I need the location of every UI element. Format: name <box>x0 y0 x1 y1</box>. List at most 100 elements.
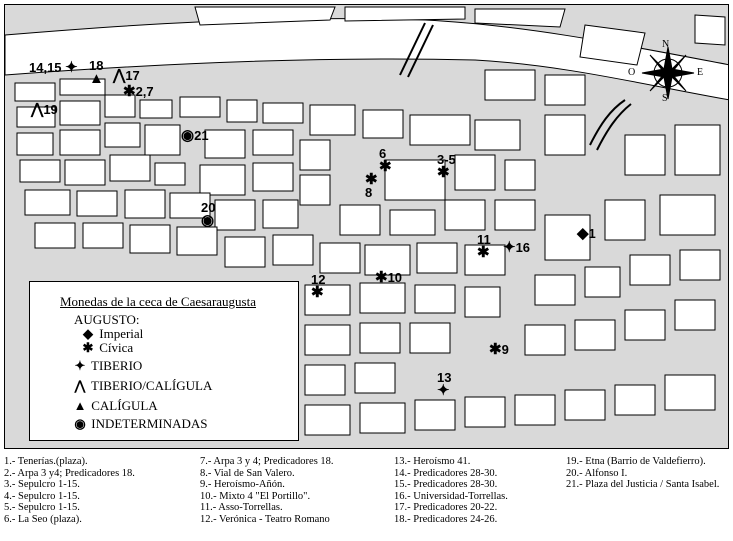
north-bank-block <box>194 6 336 26</box>
city-block <box>109 154 151 182</box>
marker-18: 18▲ <box>89 58 104 87</box>
location-key: 1.- Tenerías.(plaza). 2.- Arpa 3 y4; Pre… <box>0 456 733 541</box>
city-block <box>674 124 721 176</box>
key-item: 8.- Vial de San Valero. <box>200 467 295 479</box>
key-item: 16.- Universidad-Torrellas. <box>394 490 508 502</box>
marker-3-5: 3-5✱ <box>437 152 456 181</box>
marker-2-7: ✱2,7 <box>123 83 154 100</box>
city-block <box>252 129 294 156</box>
city-block <box>659 194 716 236</box>
city-block <box>14 82 56 102</box>
bridge <box>407 24 434 78</box>
imperial-icon: ◆ <box>83 326 93 341</box>
city-block <box>304 324 351 356</box>
key-item: 1.- Tenerías.(plaza). <box>4 456 88 467</box>
city-block <box>124 189 166 219</box>
key-item: 12.- Verónica - Teatro Romano <box>200 513 330 525</box>
caligula-icon: ▲ <box>73 398 87 413</box>
city-block <box>252 162 294 192</box>
city-block <box>584 266 621 298</box>
civica-icon: ✱ <box>365 171 378 188</box>
city-block <box>524 324 566 356</box>
tiberio-icon: ✦ <box>503 239 516 256</box>
city-block <box>359 282 406 314</box>
compass-e: E <box>697 67 704 78</box>
city-block <box>64 159 106 186</box>
city-block <box>444 199 486 231</box>
city-block <box>176 226 218 256</box>
marker-21: ◉21 <box>181 127 209 144</box>
city-block <box>299 139 331 171</box>
key-item: 3.- Sepulcro 1-15. <box>4 479 80 490</box>
marker-14-15: 14,15 ✦ <box>29 59 78 76</box>
tiberio-icon: ✦ <box>65 59 78 76</box>
city-block <box>319 242 361 274</box>
key-column-2: 7.- Arpa 3 y 4; Predicadores 18. 8.- Via… <box>200 456 334 525</box>
city-block <box>464 396 506 428</box>
north-bank-block <box>579 24 646 66</box>
city-block <box>484 69 536 101</box>
city-block <box>272 234 314 266</box>
key-column-4: 19.- Etna (Barrio de Valdefierro). 20.- … <box>566 456 719 491</box>
civica-icon: ✱ <box>123 83 136 100</box>
city-block <box>409 322 451 354</box>
city-block <box>304 284 351 316</box>
marker-17: ⋀17 <box>113 67 140 84</box>
city-block <box>304 364 346 396</box>
indeterminadas-icon: ◉ <box>74 416 86 431</box>
imperial-icon: ◆ <box>577 225 589 242</box>
city-block <box>544 114 586 156</box>
civica-icon: ✱ <box>477 244 490 261</box>
city-block <box>362 109 404 139</box>
compass-rose-icon <box>641 46 695 100</box>
city-block <box>544 214 591 261</box>
city-block <box>624 134 666 176</box>
key-column-1: 1.- Tenerías.(plaza). 2.- Arpa 3 y4; Pre… <box>4 456 135 525</box>
city-block <box>204 129 246 159</box>
key-item: 5.- Sepulcro 1-15. <box>4 502 80 513</box>
city-block <box>384 159 446 201</box>
key-item: 4.- Sepulcro 1-15. <box>4 490 80 502</box>
legend: Monedas de la ceca de Caesaraugusta AUGU… <box>29 281 299 441</box>
tiberio-caligula-icon: ⋀ <box>113 67 126 84</box>
legend-caligula: ▲ CALÍGULA <box>73 398 158 413</box>
city-block <box>169 192 211 219</box>
city-block <box>224 236 266 268</box>
city-block <box>199 164 246 196</box>
marker-1: ◆1 <box>577 225 596 242</box>
civica-icon: ✱ <box>437 164 450 181</box>
city-block <box>104 122 141 148</box>
key-item: 21.- Plaza del Justicia / Santa Isabel. <box>566 479 720 490</box>
marker-20: 20◉ <box>201 200 216 229</box>
north-bank-block <box>694 14 726 46</box>
city-block <box>16 106 56 128</box>
legend-augusto: AUGUSTO: <box>74 312 140 327</box>
key-item: 2.- Arpa 3 y4; Predicadores 18. <box>4 467 135 479</box>
city-block <box>504 159 536 191</box>
indeterminadas-icon: ◉ <box>201 212 215 229</box>
civica-icon: ✱ <box>379 158 392 175</box>
legend-title: Monedas de la ceca de Caesaraugusta <box>60 294 256 309</box>
legend-indeterminadas: ◉ INDETERMINADAS <box>72 416 207 432</box>
city-block <box>82 222 124 249</box>
city-block <box>514 394 556 426</box>
city-block <box>262 199 299 229</box>
compass-o: O <box>628 67 636 78</box>
marker-19: ⋀19 <box>31 101 58 118</box>
city-block <box>214 199 256 231</box>
city-block <box>262 102 304 124</box>
city-block <box>604 199 646 241</box>
marker-6: 6✱ <box>379 146 392 175</box>
city-block <box>414 284 456 314</box>
civica-icon: ✱ <box>375 269 388 286</box>
city-block <box>59 100 101 126</box>
marker-16: ✦16 <box>503 239 531 256</box>
city-block <box>304 404 351 436</box>
legend-tiberio-caligula: ⋀ TIBERIO/CALÍGULA <box>72 378 213 394</box>
key-item: 20.- Alfonso I. <box>566 467 628 479</box>
city-block <box>414 399 456 431</box>
civica-icon: ✱ <box>82 340 94 355</box>
city-block <box>534 274 576 306</box>
compass-s: S <box>662 93 668 104</box>
civica-icon: ✱ <box>311 284 324 301</box>
